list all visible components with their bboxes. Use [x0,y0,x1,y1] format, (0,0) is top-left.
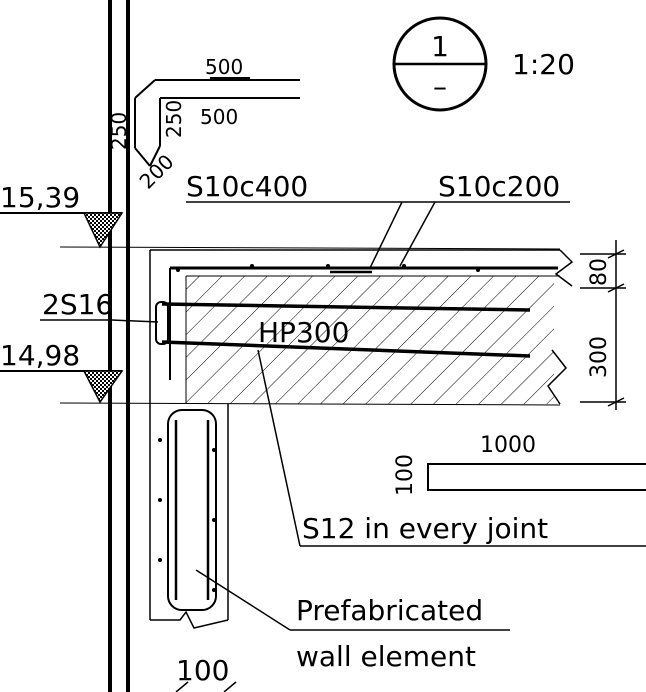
dim-topping: 80 [587,258,612,286]
slab-label: HP300 [258,316,349,349]
detail-bubble: 1 – 1:20 [392,16,575,112]
edge-bars-label: 2S16 [42,288,113,321]
top-bar-leaders [186,201,570,269]
dimension-lines-right [580,240,626,410]
level-marker-top [0,212,561,250]
detail-sheet: – [433,70,447,103]
wall-element [150,409,229,629]
anchor-leg-outer: 250 [107,112,131,150]
anchor-bar-detail [134,77,300,167]
anchor-length-bottom: 500 [200,105,238,129]
slab-reinforcement [155,266,558,380]
wall-label-line2: wall element [296,640,476,673]
top-bar-label-1: S10c400 [186,170,308,203]
wall-leader [195,569,510,631]
slab-section [149,249,574,620]
anchor-leg-inner: 250 [162,100,186,138]
wall-rebar-dots [158,438,216,592]
joint-bar-leader [257,349,646,547]
dim-slab-depth: 300 [587,336,612,378]
top-bar-label-2: S10c200 [438,170,560,203]
wall-thick-lines [108,0,130,692]
level-top-label: 15,39 [0,181,80,214]
wall-label-line1: Prefabricated [296,594,483,627]
joint-bar-label: S12 in every joint [302,512,548,545]
wall-width-dimension [175,681,237,692]
detail-number: 1 [431,30,449,63]
anchor-length-top: 500 [205,55,243,79]
bar-height: 100 [393,454,418,496]
bar-shape [427,463,646,491]
detail-scale: 1:20 [512,48,575,81]
bar-length: 1000 [480,433,536,458]
rebar-dots [176,264,480,272]
level-bottom-label: 14,98 [0,339,80,372]
wall-width-label: 100 [176,654,229,687]
